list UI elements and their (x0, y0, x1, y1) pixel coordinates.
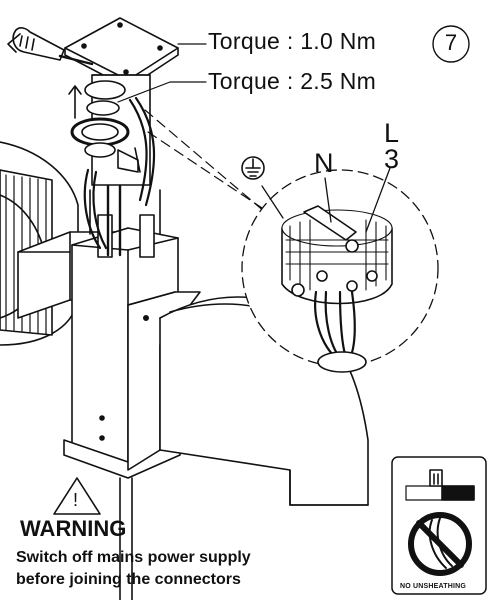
torque-label-bottom: Torque : 2.5 Nm (208, 68, 377, 94)
ground-icon (241, 156, 265, 180)
step-badge (432, 25, 470, 63)
warning-line-2: before joining the connectors (16, 571, 241, 588)
no-unsheathing-caption: NO UNSHEATHING (400, 583, 467, 590)
rotation-arrow-icon (68, 85, 141, 173)
screwdriver-icon (7, 27, 94, 66)
terminal-neutral-label: N (314, 148, 334, 178)
warning-triangle-icon (53, 477, 101, 515)
step-number: 7 (444, 30, 458, 55)
torque-leader-lines (117, 43, 207, 103)
terminal-block (70, 80, 139, 173)
terminal-live-letter: L (384, 118, 400, 148)
torque-label-top: Torque : 1.0 Nm (208, 28, 377, 54)
cables (83, 96, 156, 250)
warning-line-1: Switch off mains power supply (16, 549, 251, 566)
terminal-live-number: 3 (384, 144, 400, 174)
detail-connector (144, 109, 269, 213)
warning-title: WARNING (20, 516, 127, 541)
prohibition-icon (408, 512, 472, 576)
warning-exclamation: ! (73, 490, 79, 510)
terminal-pointers (261, 167, 391, 233)
detail-magnifier (241, 169, 439, 373)
